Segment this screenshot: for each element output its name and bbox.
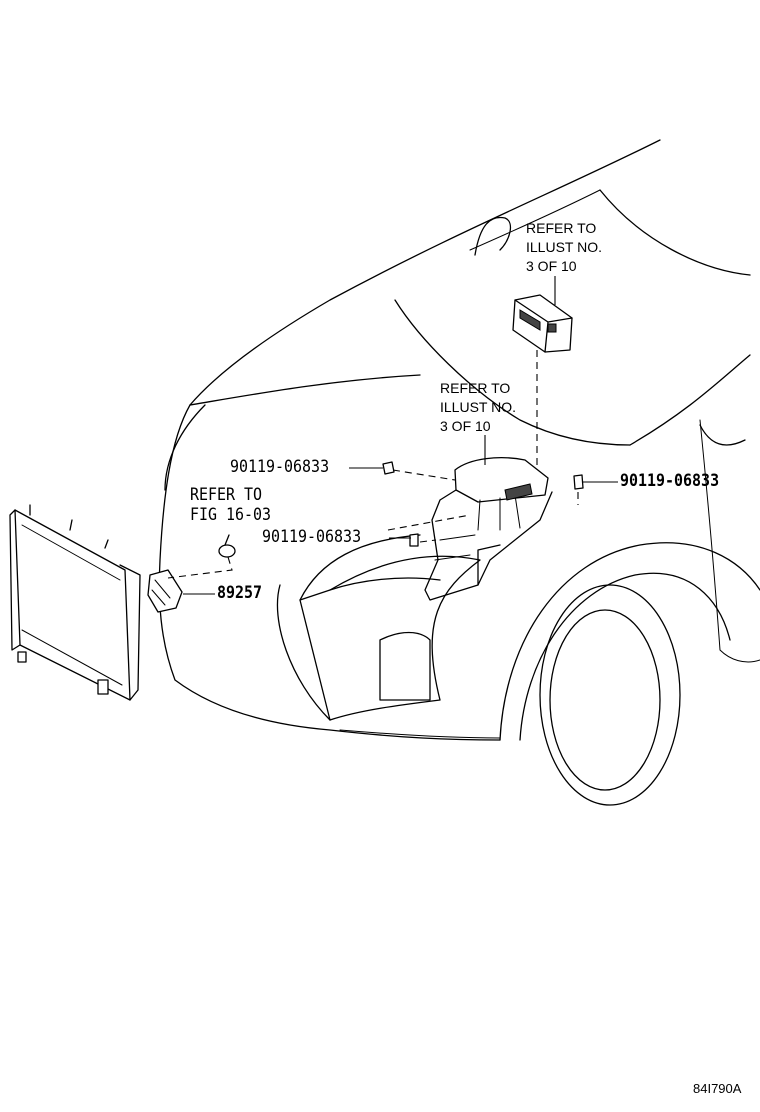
battery-reference-line-1: REFER TO [526, 220, 597, 236]
fig-reference-line-2: FIG 16-03 [190, 505, 272, 525]
part-number-bolt-left: 90119-06833 [230, 457, 330, 477]
vehicle-body-outline [158, 139, 751, 741]
dashed-guide-lines [167, 350, 579, 579]
fig-reference-line-1: REFER TO [190, 485, 263, 505]
battery [512, 294, 573, 353]
front-wheel [499, 542, 760, 806]
leader-lines [183, 276, 618, 595]
bolts [382, 461, 584, 547]
part-number-bolt-right: 90119-06833 [620, 471, 720, 491]
clip-fig-16-03 [218, 534, 236, 558]
bolt-left [382, 461, 395, 475]
relay-block [424, 457, 553, 601]
sensor-89257 [147, 569, 183, 613]
relay-reference-line-3: 3 OF 10 [440, 418, 491, 434]
battery-reference-line-3: 3 OF 10 [526, 258, 577, 274]
relay-reference-line-1: REFER TO [440, 380, 511, 396]
bolt-center [409, 533, 419, 547]
front-grille [276, 534, 501, 739]
part-number-bolt-center: 90119-06833 [262, 527, 362, 547]
bolt-right [573, 474, 584, 490]
radiator-assembly [9, 504, 141, 701]
relay-reference-line-2: ILLUST NO. [440, 399, 516, 415]
part-number-sensor: 89257 [217, 583, 263, 603]
battery-reference-line-2: ILLUST NO. [526, 239, 602, 255]
illustration-code: 84I790A [693, 1081, 742, 1096]
